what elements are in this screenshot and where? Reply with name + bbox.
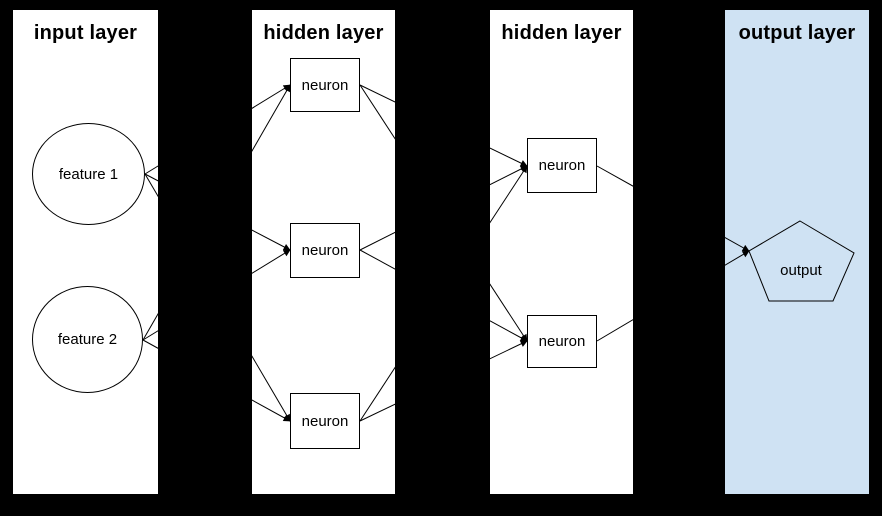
edge-feature1-h1n1 <box>144 84 291 175</box>
node-output-label: output <box>780 262 822 279</box>
edge-h1n2-h2n1 <box>359 165 528 251</box>
node-feature-2: feature 2 <box>32 286 143 393</box>
hidden-layer-2-title: hidden layer <box>501 22 622 44</box>
output-layer-title: output layer <box>738 22 856 44</box>
edge-h1n3-h2n1 <box>359 165 528 422</box>
hidden-layer-1-title: hidden layer <box>263 22 384 44</box>
node-feature-1: feature 1 <box>32 123 145 225</box>
edge-feature1-h1n2 <box>144 173 291 251</box>
edge-h1n1-h2n1 <box>359 84 528 167</box>
node-hidden1-neuron-3: neuron <box>290 393 360 449</box>
edge-h1n1-h2n2 <box>359 84 528 342</box>
edge-h1n3-h2n2 <box>359 340 528 422</box>
output-pentagon <box>748 220 855 302</box>
edge-feature1-h1n3 <box>144 173 291 422</box>
edge-feature2-h1n1 <box>142 84 291 341</box>
edge-feature2-h1n3 <box>142 339 291 422</box>
node-hidden2-neuron-1: neuron <box>527 138 597 193</box>
node-hidden2-neuron-2: neuron <box>527 315 597 368</box>
edge-h2n1-output <box>596 165 750 252</box>
edge-h1n2-h2n2 <box>359 249 528 342</box>
edge-h2n2-output <box>596 250 750 342</box>
edge-feature2-h1n2 <box>142 249 291 341</box>
node-hidden1-neuron-1: neuron <box>290 58 360 112</box>
hidden-layer-2-panel: hidden layer <box>490 10 633 494</box>
node-hidden1-neuron-2: neuron <box>290 223 360 278</box>
input-layer-panel: input layer <box>13 10 158 494</box>
input-layer-title: input layer <box>33 22 138 44</box>
